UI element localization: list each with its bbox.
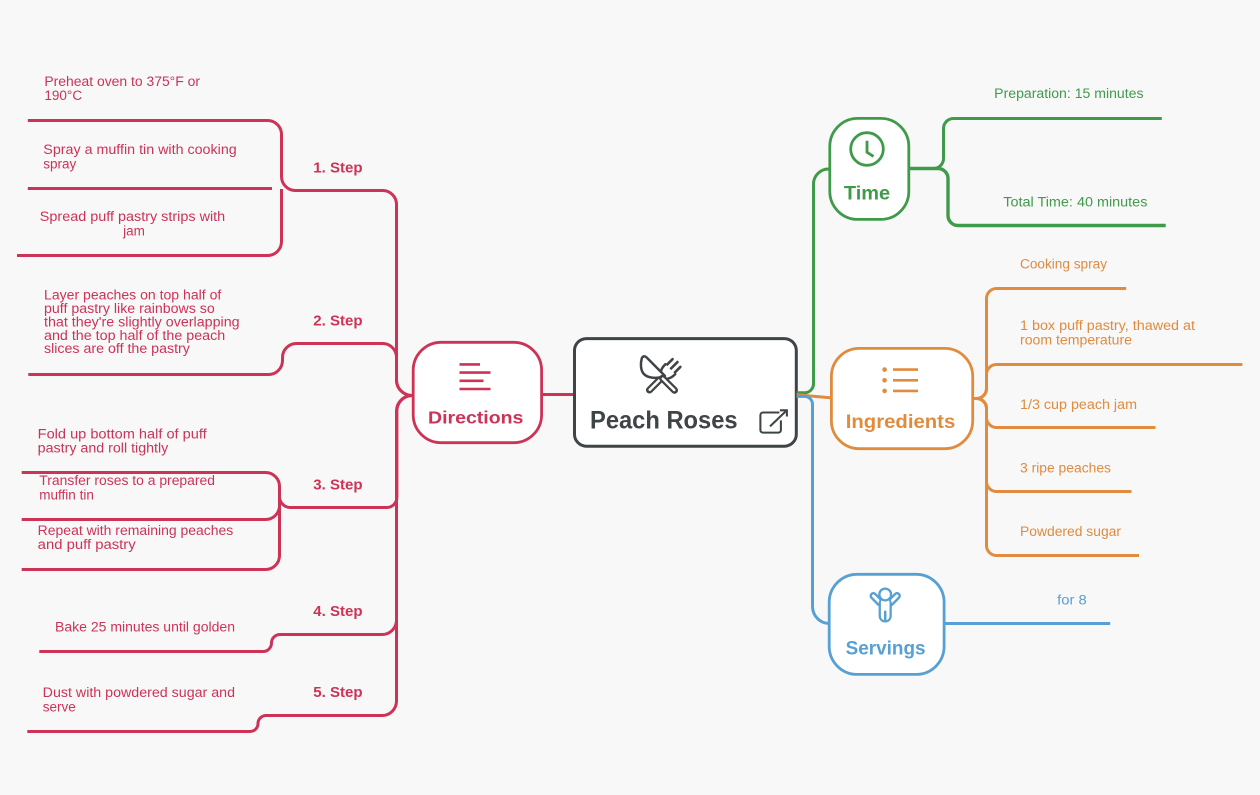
- svg-text:Peach Roses: Peach Roses: [590, 407, 738, 435]
- svg-text:serve: serve: [43, 699, 76, 714]
- svg-text:and puff pastry: and puff pastry: [38, 537, 136, 552]
- svg-text:3 ripe peaches: 3 ripe peaches: [1020, 461, 1111, 476]
- svg-text:Preparation: 15 minutes: Preparation: 15 minutes: [994, 86, 1144, 101]
- svg-text:and the top half of the peach: and the top half of the peach: [44, 328, 225, 343]
- svg-text:1/3 cup peach jam: 1/3 cup peach jam: [1020, 397, 1137, 412]
- svg-text:Spread puff pastry strips with: Spread puff pastry strips with: [40, 209, 225, 224]
- svg-text:Powdered sugar: Powdered sugar: [1020, 524, 1122, 539]
- svg-text:Repeat with remaining peaches: Repeat with remaining peaches: [38, 523, 234, 538]
- svg-text:4. Step: 4. Step: [313, 604, 362, 620]
- svg-text:slices are off the pastry: slices are off the pastry: [44, 341, 190, 356]
- svg-text:Spray a muffin tin with cookin: Spray a muffin tin with cooking: [43, 142, 236, 157]
- svg-text:spray: spray: [43, 156, 76, 171]
- svg-text:Cooking spray: Cooking spray: [1020, 257, 1107, 272]
- svg-text:Ingredients: Ingredients: [846, 412, 956, 433]
- svg-text:5. Step: 5. Step: [313, 685, 362, 701]
- svg-text:room temperature: room temperature: [1020, 332, 1132, 347]
- svg-text:Time: Time: [844, 184, 890, 205]
- svg-text:that they're slightly overlapp: that they're slightly overlapping: [44, 314, 240, 329]
- svg-text:Dust with powdered sugar and: Dust with powdered sugar and: [43, 685, 235, 700]
- svg-text:puff pastry like rainbows so: puff pastry like rainbows so: [44, 301, 215, 316]
- svg-text:Transfer roses to a prepared: Transfer roses to a prepared: [39, 473, 215, 488]
- svg-text:Servings: Servings: [846, 639, 926, 660]
- svg-text:Bake 25 minutes until golden: Bake 25 minutes until golden: [55, 620, 235, 635]
- svg-text:muffin tin: muffin tin: [39, 488, 94, 503]
- svg-text:pastry and roll tightly: pastry and roll tightly: [38, 441, 169, 456]
- svg-text:Layer peaches on top half of: Layer peaches on top half of: [44, 288, 222, 303]
- svg-text:190°C: 190°C: [44, 88, 82, 103]
- svg-text:Preheat oven to 375°F or: Preheat oven to 375°F or: [44, 74, 200, 89]
- svg-text:jam: jam: [122, 223, 145, 238]
- svg-text:Directions: Directions: [428, 408, 524, 428]
- svg-text:2. Step: 2. Step: [313, 313, 362, 329]
- svg-text:Total Time: 40 minutes: Total Time: 40 minutes: [1003, 195, 1147, 210]
- svg-text:Fold up bottom half of puff: Fold up bottom half of puff: [38, 426, 207, 441]
- svg-text:for 8: for 8: [1057, 593, 1087, 608]
- svg-text:1 box puff pastry, thawed at: 1 box puff pastry, thawed at: [1020, 318, 1195, 333]
- svg-text:1. Step: 1. Step: [313, 160, 362, 176]
- svg-text:3. Step: 3. Step: [313, 477, 362, 493]
